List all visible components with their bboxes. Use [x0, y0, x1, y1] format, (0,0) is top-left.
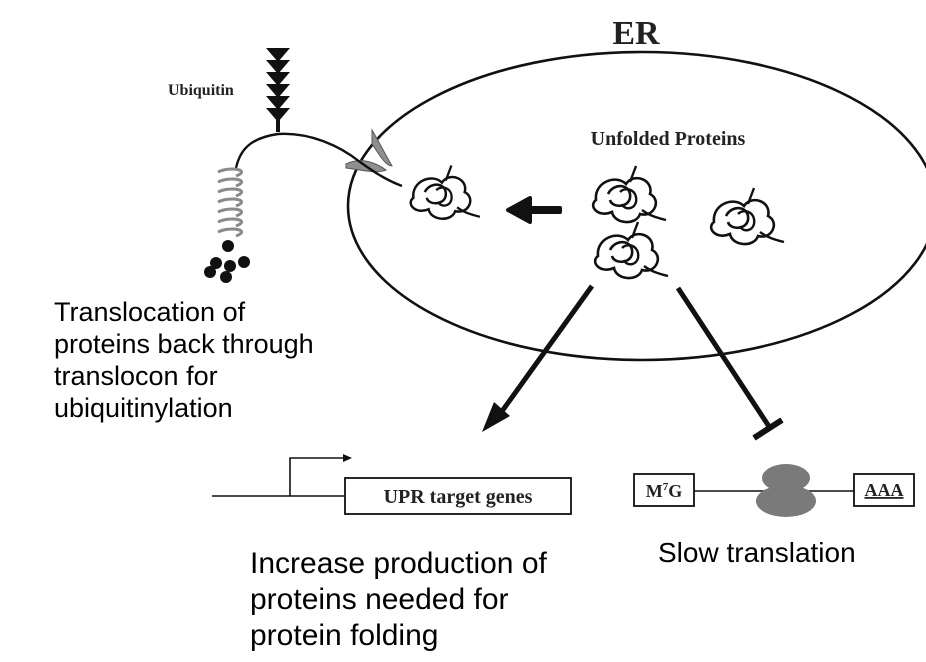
slow-translation-caption: Slow translation	[658, 536, 856, 570]
translocation-caption: Translocation of proteins back through t…	[54, 296, 314, 424]
translocation-caption-line: ubiquitinylation	[54, 393, 233, 423]
retrotranslocating-protein	[409, 164, 482, 220]
upr-target-genes-box	[344, 477, 572, 515]
polypeptide-strand	[234, 132, 403, 188]
transcription-start-arrowhead	[343, 454, 352, 462]
protein-helix	[217, 167, 244, 238]
translocation-caption-line: proteins back through	[54, 329, 314, 359]
unfolded-proteins-label: Unfolded Proteins	[591, 128, 746, 150]
upr-caption: Increase production of proteins needed f…	[250, 546, 547, 654]
upr-caption-line: Increase production of	[250, 547, 547, 580]
unfolded-protein-3	[593, 220, 670, 280]
upr-target-genes-label: UPR target genes	[384, 486, 533, 508]
translation-inhibition-bar	[752, 417, 784, 441]
er-membrane	[346, 50, 926, 362]
translocation-caption-line: translocon for	[54, 361, 218, 391]
unfolded-protein-1	[591, 164, 668, 224]
upr-activation-arrow-line	[497, 284, 595, 416]
slow-translation-caption-line: Slow translation	[658, 537, 856, 568]
ubiquitin-chain	[266, 48, 290, 132]
translocation-caption-line: Translocation of	[54, 297, 246, 327]
retrotranslocation-arrow	[506, 196, 562, 224]
er-label: ER	[612, 15, 660, 52]
unfolded-protein-2	[709, 186, 786, 246]
ribosome-large-subunit	[762, 464, 810, 492]
upr-activation-arrowhead	[482, 402, 510, 432]
ribosome-small-subunit	[756, 485, 816, 517]
m7g-cap-box	[633, 473, 695, 507]
poly-a-tail-box	[853, 473, 915, 507]
poly-a-tail-label: AAA	[865, 480, 904, 500]
transcription-start-arrow	[289, 457, 344, 496]
translation-inhibition-line	[675, 286, 773, 430]
upr-caption-line: proteins needed for	[250, 583, 509, 616]
ubiquitin-label: Ubiquitin	[168, 82, 234, 99]
degraded-peptides	[204, 240, 250, 283]
upr-caption-line: protein folding	[250, 619, 439, 652]
m7g-cap-label: M7G	[646, 481, 683, 501]
